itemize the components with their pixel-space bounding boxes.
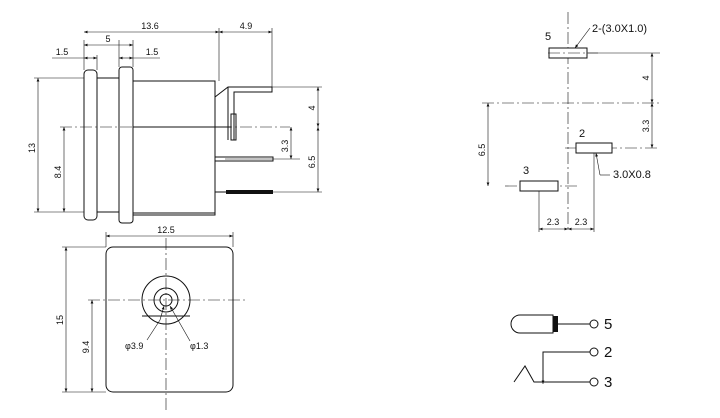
dim-flange-right: 1.5 (146, 47, 159, 57)
pcb-pin2-label: 2 (579, 128, 585, 140)
pcb-dim-vertical-3-3: 3.3 (641, 120, 651, 133)
pin3-side (226, 190, 273, 194)
plug-symbol (510, 314, 554, 334)
pcb-dim-horiz-left: 2.3 (547, 217, 560, 227)
dim-outer-diameter: φ3.9 (125, 341, 143, 351)
pin3-slot (519, 180, 559, 192)
pcb-pin5-label: 5 (545, 31, 551, 43)
schematic-symbol: 5 2 3 (510, 314, 612, 391)
front-view: 12.5 15 9.4 φ3.9 φ1.3 (55, 225, 246, 410)
dim-front-height: 15 (55, 315, 65, 325)
dim-pin-diameter: φ1.3 (190, 341, 208, 351)
dim-collar-width: 5 (105, 34, 110, 44)
side-view: 13.6 4.9 5 1.5 1.5 13 8.4 4 3.3 6.5 (27, 21, 322, 224)
dim-front-width: 12.5 (157, 225, 175, 235)
terminal-5 (589, 319, 599, 329)
schematic-pin-2: 2 (604, 344, 612, 361)
pcb-slot-small: 3.0X0.8 (613, 169, 651, 181)
schematic-pin-3: 3 (604, 374, 612, 391)
front-body (105, 246, 234, 393)
terminal-3 (589, 377, 599, 387)
ground-line (513, 365, 590, 383)
dim-pin2-offset: 3.3 (280, 140, 290, 153)
front-flange (83, 69, 98, 221)
side-body (132, 80, 216, 216)
terminal-2 (589, 347, 599, 357)
dim-flange-left: 1.5 (56, 47, 69, 57)
dim-pin-protrusion: 4.9 (240, 21, 253, 31)
collar-ring (118, 66, 134, 224)
pcb-slot-large: 2-(3.0X1.0) (592, 23, 647, 35)
pcb-layout: 5 2-(3.0X1.0) 2 3.0X0.8 3 4 3.3 6.5 2.3 … (477, 12, 660, 232)
dim-height: 13 (27, 143, 37, 153)
pcb-dim-horiz-right: 2.3 (575, 217, 588, 227)
plug-tip (553, 316, 558, 332)
schematic-pin-5: 5 (604, 316, 612, 333)
pcb-dim-vertical-6-5: 6.5 (477, 144, 487, 157)
dim-total-length: 13.6 (141, 21, 159, 31)
pcb-dim-vertical-4: 4 (641, 75, 651, 80)
pin2-slot (575, 142, 613, 154)
dim-front-center-height: 9.4 (81, 341, 91, 354)
dim-pin3-offset: 6.5 (307, 156, 317, 169)
switch-line (542, 351, 590, 382)
dim-pin5-offset: 4 (307, 105, 317, 110)
dim-center-height: 8.4 (53, 166, 63, 179)
pcb-pin3-label: 3 (523, 165, 529, 177)
pin5-side (214, 86, 273, 98)
